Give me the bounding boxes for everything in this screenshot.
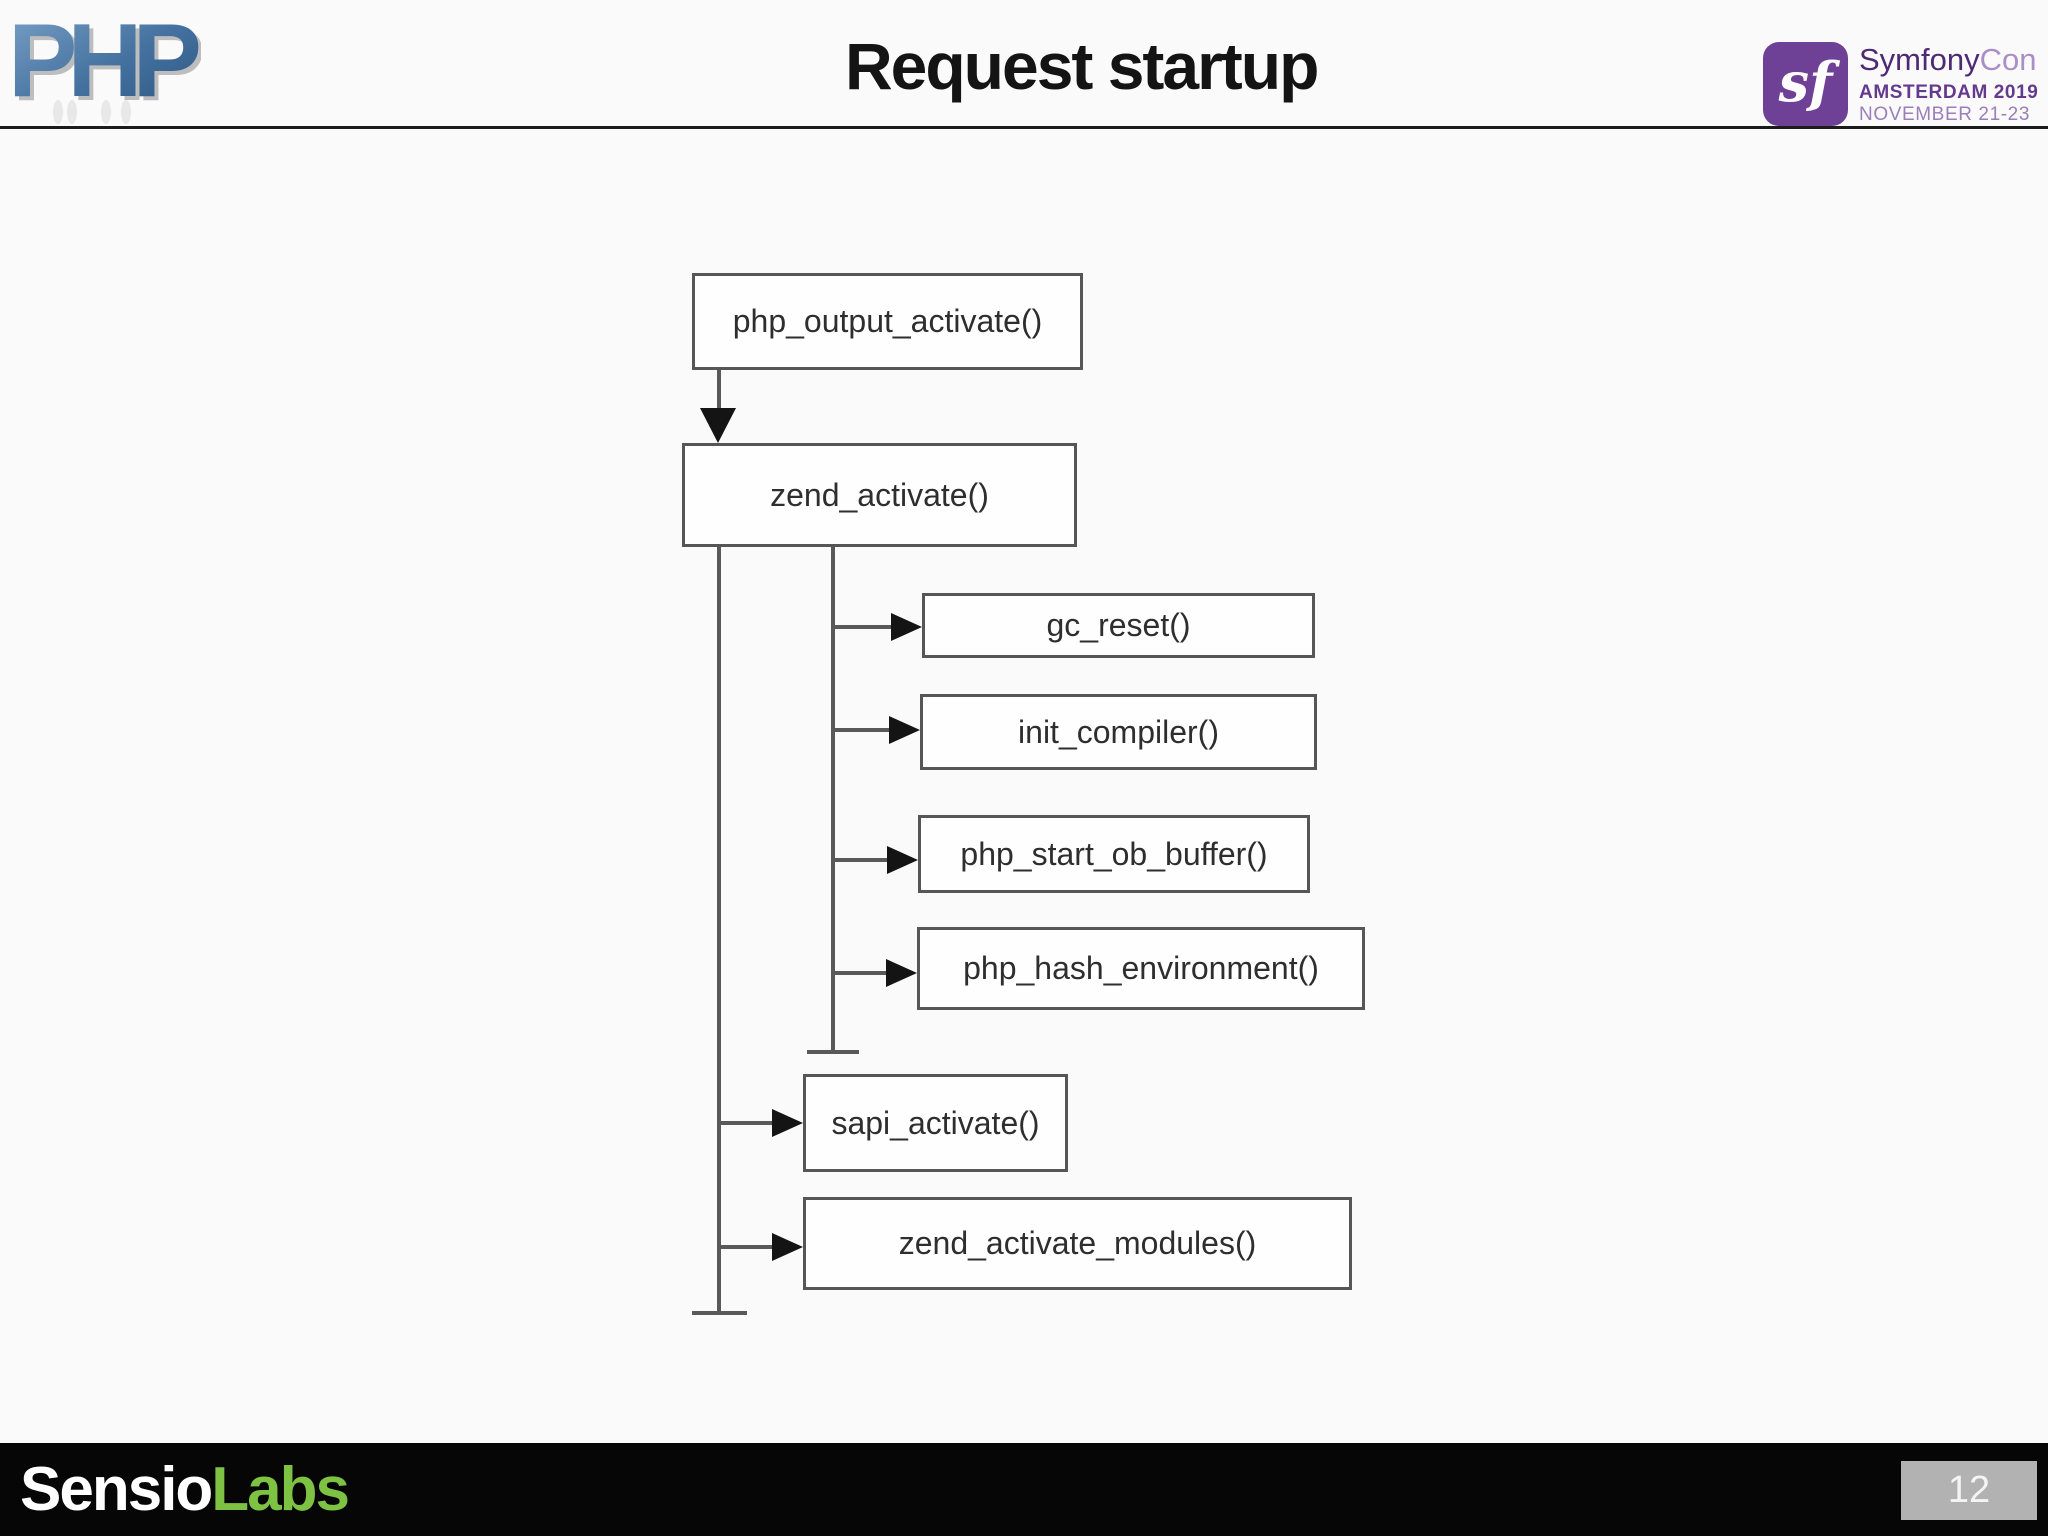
connector-mid-terminator (807, 1050, 859, 1054)
arrowhead-gc-reset-icon (891, 613, 922, 641)
node-sapi-activate: sapi_activate() (803, 1074, 1068, 1172)
connector-zend-activate-modules (719, 1245, 774, 1249)
connector-init-compiler (833, 728, 891, 732)
symfonycon-name-primary: Symfony (1859, 42, 1980, 77)
connector-php-start-ob-buffer (833, 858, 889, 862)
symfonycon-wordmark: SymfonyCon AMSTERDAM 2019 NOVEMBER 21-23 (1859, 44, 2038, 124)
connector-left-vertical (717, 547, 721, 1313)
node-php-output-activate: php_output_activate() (692, 273, 1083, 370)
brand-sensio: Sensio (20, 1455, 213, 1524)
connector-top-stem (717, 370, 721, 410)
page-number-badge: 12 (1901, 1461, 2037, 1520)
node-zend-activate-modules: zend_activate_modules() (803, 1197, 1352, 1290)
svg-text:PHP: PHP (12, 7, 201, 123)
symfonycon-date-line: NOVEMBER 21-23 (1859, 104, 2031, 125)
symfonycon-event-line: AMSTERDAM 2019 (1859, 82, 2039, 103)
arrowhead-zend-activate-modules-icon (772, 1233, 803, 1261)
node-gc-reset: gc_reset() (922, 593, 1315, 658)
php-logo-text: PHP (8, 4, 198, 119)
arrowhead-php-hash-environment-icon (886, 959, 917, 987)
connector-php-hash-environment (833, 971, 888, 975)
page-number: 12 (1947, 1469, 1991, 1511)
connector-left-terminator (692, 1311, 747, 1315)
node-php-hash-environment: php_hash_environment() (917, 927, 1365, 1010)
sensiolabs-logo: SensioLabs (20, 1454, 350, 1525)
symfonycon-logo: sf SymfonyCon AMSTERDAM 2019 NOVEMBER 21… (1763, 42, 2043, 132)
arrowhead-php-start-ob-buffer-icon (887, 846, 918, 874)
arrowhead-sapi-activate-icon (772, 1109, 803, 1137)
page-title: Request startup (845, 29, 1319, 103)
connector-mid-vertical (831, 547, 835, 1052)
php-elephant-logo-icon: PHP PHP (6, 3, 212, 124)
node-zend-activate: zend_activate() (682, 443, 1077, 547)
arrowhead-down-icon (700, 408, 736, 443)
node-init-compiler: init_compiler() (920, 694, 1317, 770)
arrowhead-init-compiler-icon (889, 716, 920, 744)
footer-bar: SensioLabs (0, 1443, 2048, 1536)
connector-sapi-activate (719, 1121, 774, 1125)
connector-gc-reset (833, 625, 893, 629)
symfonycon-name-secondary: Con (1979, 42, 2037, 77)
symfony-sf-icon: sf (1763, 42, 1848, 126)
header-divider (0, 126, 2048, 129)
brand-labs: Labs (211, 1455, 350, 1524)
node-php-start-ob-buffer: php_start_ob_buffer() (918, 815, 1310, 893)
